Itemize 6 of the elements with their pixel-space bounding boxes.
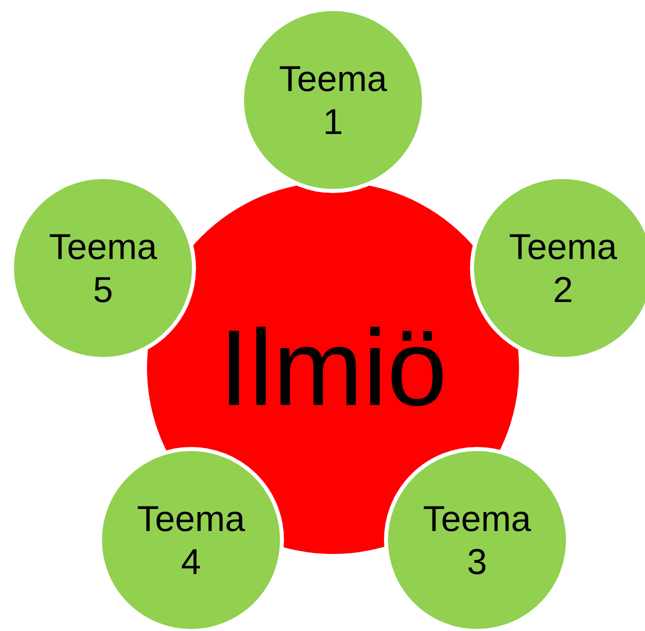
theme-label: Teema 1	[278, 56, 388, 144]
central-label: Ilmiö	[218, 306, 448, 430]
theme-label: Teema 5	[48, 224, 158, 312]
theme-label: Teema 2	[508, 224, 618, 312]
theme-label: Teema 4	[136, 496, 246, 584]
theme-label: Teema 3	[422, 496, 532, 584]
